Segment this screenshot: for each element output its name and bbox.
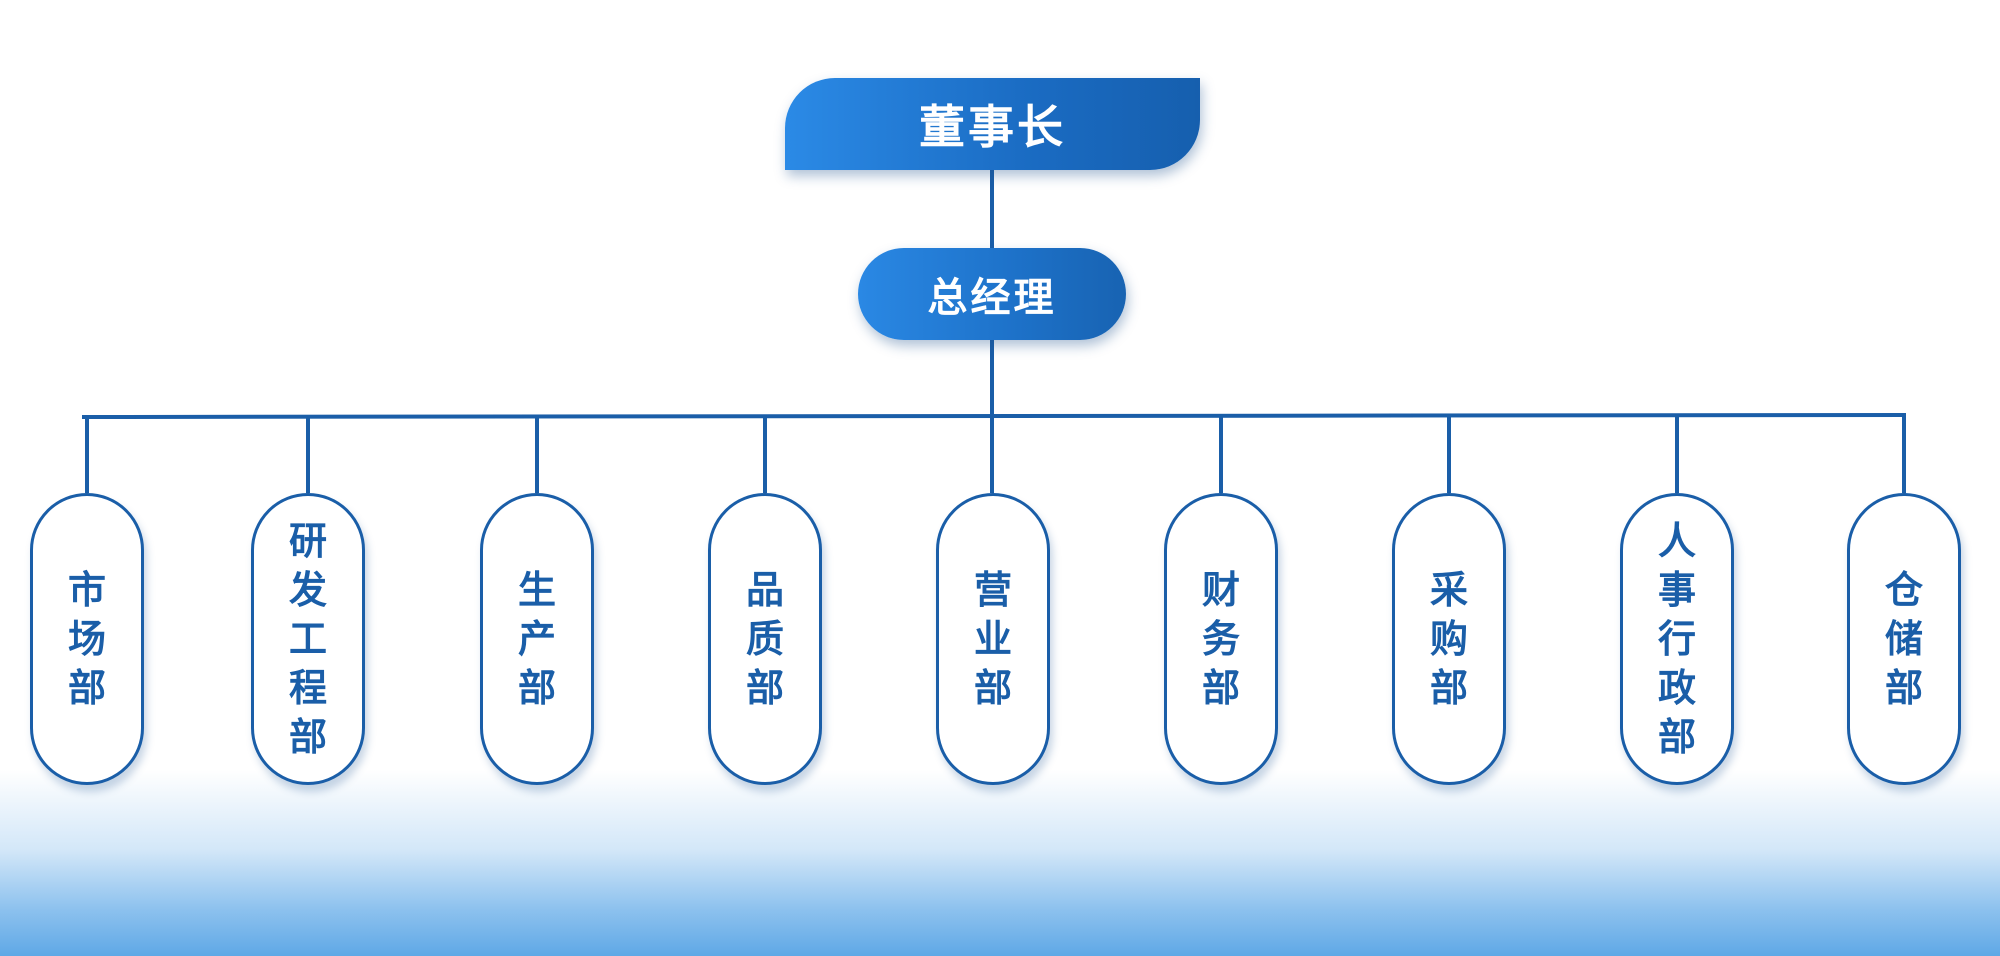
department-node: 财务部 bbox=[1164, 493, 1278, 785]
department-node: 仓储部 bbox=[1847, 493, 1961, 785]
department-label: 营业部 bbox=[973, 567, 1012, 710]
chairman-node: 董事长 bbox=[785, 78, 1200, 170]
general-manager-label: 总经理 bbox=[927, 275, 1057, 321]
department-label: 品质部 bbox=[745, 567, 784, 710]
department-node: 市场部 bbox=[30, 493, 144, 785]
connector-bus bbox=[81, 413, 1907, 419]
department-label: 市场部 bbox=[67, 567, 106, 710]
department-label: 生产部 bbox=[517, 567, 556, 710]
department-label: 财务部 bbox=[1201, 567, 1240, 710]
department-node: 人事行政部 bbox=[1620, 493, 1734, 785]
chairman-label: 董事长 bbox=[919, 100, 1066, 154]
department-node: 生产部 bbox=[480, 493, 594, 785]
department-node: 品质部 bbox=[708, 493, 822, 785]
department-node: 采购部 bbox=[1392, 493, 1506, 785]
general-manager-node: 总经理 bbox=[858, 248, 1126, 340]
department-node: 营业部 bbox=[936, 493, 1050, 785]
department-label: 仓储部 bbox=[1884, 567, 1923, 710]
department-label: 采购部 bbox=[1429, 567, 1468, 710]
department-label: 研发工程部 bbox=[288, 518, 327, 759]
department-node: 研发工程部 bbox=[251, 493, 365, 785]
department-label: 人事行政部 bbox=[1657, 518, 1696, 759]
connector-department-drops bbox=[85, 416, 1906, 493]
